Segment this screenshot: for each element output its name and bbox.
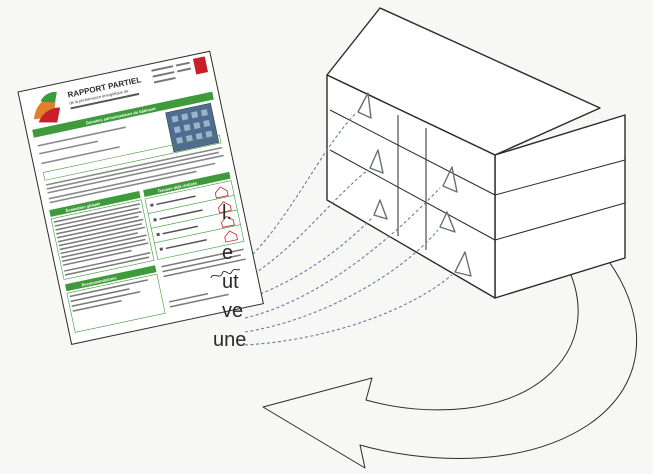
side-text-line-2: e — [222, 243, 233, 263]
curved-return-arrow — [263, 248, 637, 468]
side-text-line-3: ut — [222, 272, 239, 292]
side-text-line-1: l. — [222, 203, 232, 223]
side-text-line-4: ve — [222, 301, 243, 321]
side-text-line-5: une — [213, 330, 246, 350]
house-outline — [327, 8, 625, 298]
